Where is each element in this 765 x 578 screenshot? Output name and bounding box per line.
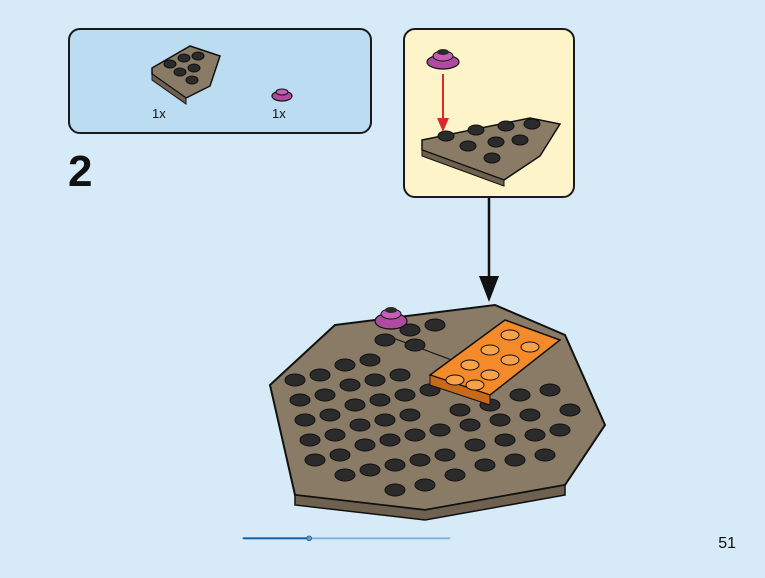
callout-round-plate bbox=[426, 49, 460, 70]
callout-box bbox=[403, 28, 575, 198]
progress-knob bbox=[306, 535, 312, 541]
down-arrow-icon bbox=[437, 74, 449, 132]
progress-bar bbox=[242, 535, 451, 541]
step-number: 2 bbox=[68, 147, 93, 196]
main-model bbox=[268, 303, 607, 521]
round-plate-qty: 1x bbox=[272, 106, 286, 121]
parts-list-box: 1x 1x bbox=[68, 28, 372, 134]
wedge-plate-qty: 1x bbox=[152, 106, 166, 121]
round-plate-icon bbox=[271, 88, 293, 102]
page-number: 51 bbox=[718, 535, 736, 552]
wedge-plate-icon bbox=[151, 45, 221, 105]
callout-wedge-plate bbox=[421, 117, 562, 187]
connector-arrow-icon bbox=[479, 198, 499, 302]
progress-fill bbox=[242, 537, 310, 540]
